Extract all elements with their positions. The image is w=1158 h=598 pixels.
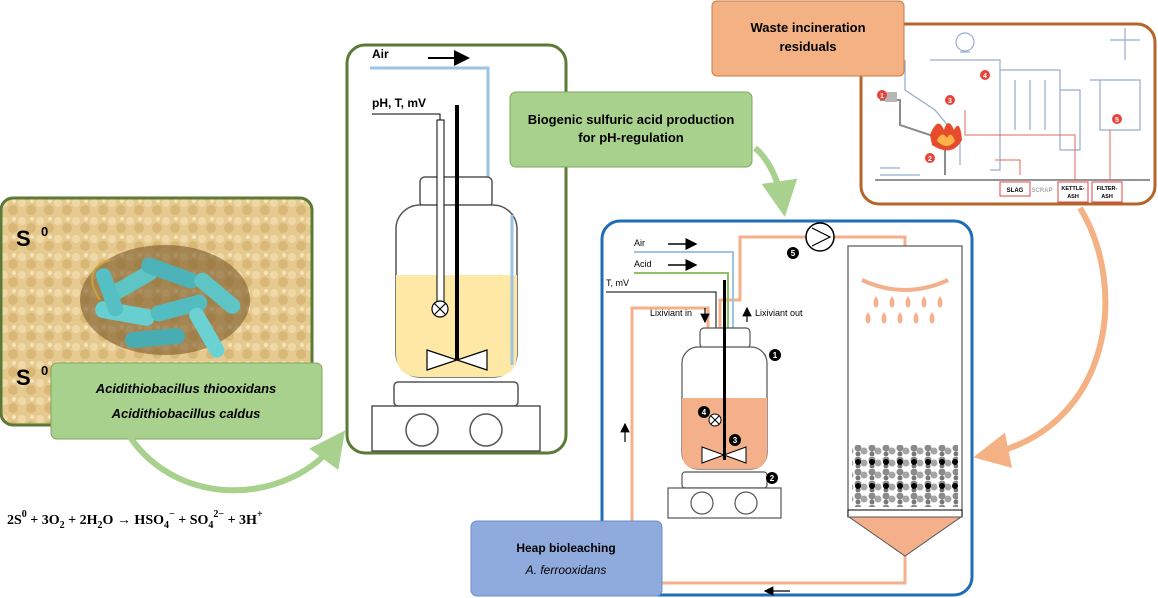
lixiviant-line-in (718, 235, 808, 355)
svg-text:1: 1 (880, 93, 884, 100)
acid-box-line2: for pH-regulation (578, 130, 683, 145)
sprinkler-drops (865, 296, 943, 324)
filter-label-1: FILTER- (1097, 186, 1118, 192)
reactor1-air-label: Air (372, 47, 389, 61)
svg-text:4: 4 (983, 73, 987, 80)
scrap-label: SCRAP (1031, 188, 1052, 194)
heap-box-line1: Heap bioleaching (516, 541, 615, 555)
pump-icon (805, 222, 835, 252)
lixiviant-out-label: Lixiviant out (755, 308, 803, 318)
svg-text:1: 1 (773, 351, 778, 360)
filter-label-2: ASH (1101, 194, 1113, 200)
bacteria-illustration (91, 257, 241, 358)
flow-arrow-acid-to-leach (753, 145, 798, 217)
stirrer-shaft (455, 105, 459, 360)
waste-incineration-box: Waste incineration residuals (711, 0, 905, 77)
svg-text:3: 3 (948, 98, 952, 105)
bioleaching-panel: Air Acid T, mV Lixiviant in Lixiviant ou… (600, 219, 974, 597)
leach-air-label: Air (634, 238, 645, 248)
incineration-plant-panel: 1 2 3 4 5 SLAG SCRAP KETTLE- ASH FILTER-… (859, 22, 1157, 206)
svg-text:5: 5 (791, 249, 796, 258)
slag-label-box (999, 181, 1031, 197)
heap-bioleaching-box: Heap bioleaching A. ferrooxidans (470, 520, 663, 597)
sulfur-superscript: 0 (41, 224, 48, 239)
leach-sensor-label: T, mV (606, 278, 629, 288)
ore-bed (852, 445, 958, 507)
waste-box-line2: residuals (779, 39, 836, 54)
svg-text:2: 2 (928, 156, 932, 163)
svg-text:2: 2 (770, 474, 775, 483)
leach-acid-label: Acid (634, 259, 652, 269)
svg-text:3: 3 (733, 436, 738, 445)
acid-production-box: Biogenic sulfuric acid production for pH… (509, 91, 753, 168)
species-box (50, 362, 323, 440)
slag-label: SLAG (1007, 188, 1024, 194)
species-2: Acidithiobacillus caldus (111, 406, 261, 421)
reaction-equation: 2S0 + 3O2 + 2H2O → HSO4− + SO42− + 3H+ (7, 509, 263, 531)
leach-stirrer-shaft (723, 280, 726, 460)
lixiviant-in-label: Lixiviant in (650, 308, 692, 318)
sulfur-superscript-2: 0 (41, 363, 48, 378)
reactor1-sensor-label: pH, T, mV (372, 96, 426, 110)
sulfur-symbol: S (16, 226, 31, 251)
heap-box-line2: A. ferrooxidans (525, 563, 607, 577)
kettle-label-1: KETTLE- (1061, 186, 1084, 192)
svg-text:5: 5 (1115, 117, 1119, 124)
stirrer-plate (393, 381, 519, 407)
kettle-label-2: ASH (1067, 194, 1079, 200)
filter-ash-box (1091, 181, 1123, 203)
svg-text:4: 4 (702, 408, 707, 417)
kettle-ash-box (1057, 181, 1089, 203)
acid-reactor-panel: Air pH, T, mV (345, 43, 568, 455)
species-1: Acidithiobacillus thiooxidans (95, 381, 277, 396)
stirrer-base (371, 405, 541, 452)
impeller (426, 349, 488, 371)
flow-arrow-ash-to-heap (973, 206, 1109, 468)
waste-box-line1: Waste incineration (750, 20, 865, 35)
acid-box-line1: Biogenic sulfuric acid production (528, 112, 735, 127)
sulfur-symbol-2: S (16, 365, 31, 390)
sprinkler (861, 278, 949, 292)
organism-panel: S 0 S 0 Acidithiobacillus thiooxidans Ac… (0, 196, 323, 440)
heap-funnel (847, 516, 963, 557)
plant-step-markers: 1 2 3 4 5 (877, 70, 1122, 163)
flow-arrow-organisms-to-reactor (127, 430, 346, 494)
